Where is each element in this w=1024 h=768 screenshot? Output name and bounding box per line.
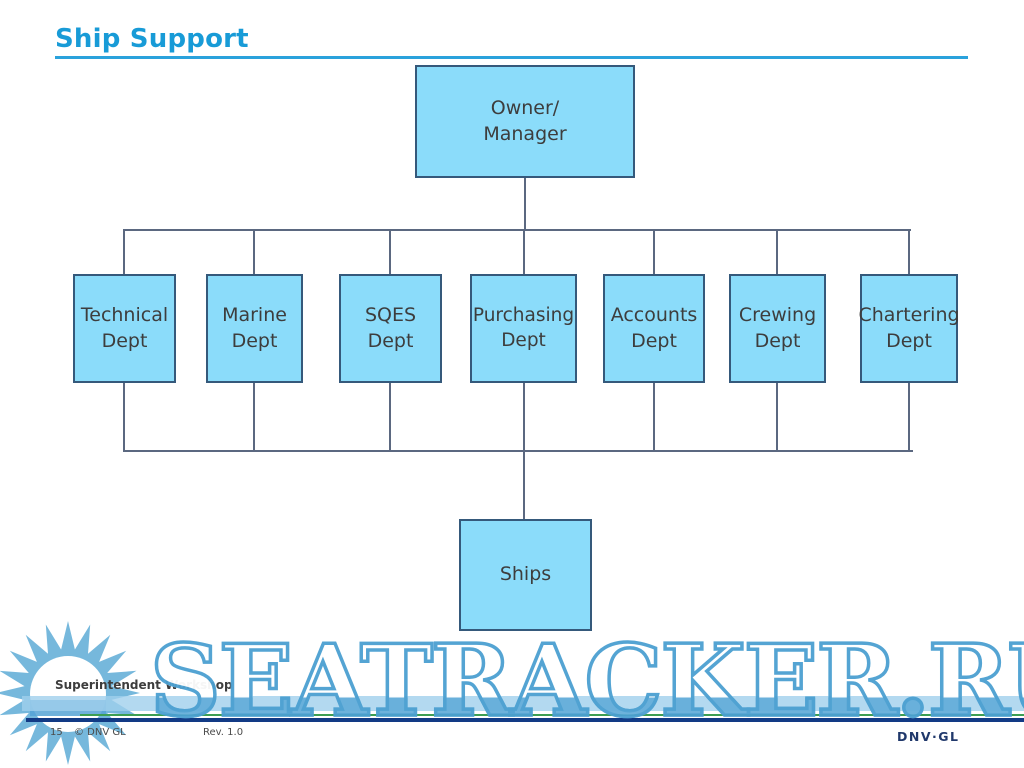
connector-line xyxy=(653,383,655,452)
revision-text: Rev. 1.0 xyxy=(203,727,244,738)
orgchart-node-marine-dept: Marine Dept xyxy=(206,274,303,383)
connector-line xyxy=(908,383,910,452)
connector-line xyxy=(123,450,913,452)
connector-line xyxy=(389,230,391,275)
connector-line xyxy=(653,230,655,275)
page-title: Ship Support xyxy=(55,24,249,54)
node-label: Crewing Dept xyxy=(738,303,817,352)
connector-line xyxy=(776,230,778,275)
copyright-text: © DNV GL xyxy=(74,727,126,738)
connector-line xyxy=(123,230,125,275)
footer-workshop-label: Superintendent Workshop xyxy=(55,678,233,692)
node-label: Technical Dept xyxy=(80,303,169,352)
orgchart-node-sqes-dept: SQES Dept xyxy=(339,274,442,383)
connector-line xyxy=(123,383,125,452)
orgchart-node-owner-manager: Owner/ Manager xyxy=(415,65,635,178)
orgchart-node-ships: Ships xyxy=(459,519,592,631)
node-label: Purchasing Dept xyxy=(472,304,575,351)
title-divider xyxy=(55,56,968,59)
connector-line xyxy=(389,383,391,452)
orgchart-node-crewing-dept: Crewing Dept xyxy=(729,274,826,383)
page-number: 15 xyxy=(50,727,63,738)
node-label: SQES Dept xyxy=(364,303,417,352)
node-label: Marine Dept xyxy=(222,303,287,352)
connector-line xyxy=(908,230,910,275)
connector-line xyxy=(524,178,526,231)
orgchart-node-technical-dept: Technical Dept xyxy=(73,274,176,383)
connector-line xyxy=(523,230,525,275)
watermark-band xyxy=(22,696,1024,711)
node-label: Accounts Dept xyxy=(610,303,698,352)
orgchart-node-accounts-dept: Accounts Dept xyxy=(603,274,705,383)
footer-line-navy xyxy=(26,718,1024,722)
watermark-text: SEATRACKER.RU xyxy=(148,631,1024,733)
dnv-gl-logo: DNV·GL xyxy=(897,729,960,744)
connector-line xyxy=(253,383,255,452)
node-label: Chartering Dept xyxy=(858,303,960,352)
node-label: Ships xyxy=(499,563,552,586)
connector-line xyxy=(123,229,911,231)
sunburst-icon xyxy=(0,621,140,765)
orgchart-node-purchasing-dept: Purchasing Dept xyxy=(470,274,577,383)
node-label: Owner/ Manager xyxy=(483,96,567,145)
connector-line xyxy=(776,383,778,452)
connector-line xyxy=(253,230,255,275)
orgchart-node-chartering-dept: Chartering Dept xyxy=(858,274,960,383)
footer-line-green xyxy=(80,714,1024,716)
